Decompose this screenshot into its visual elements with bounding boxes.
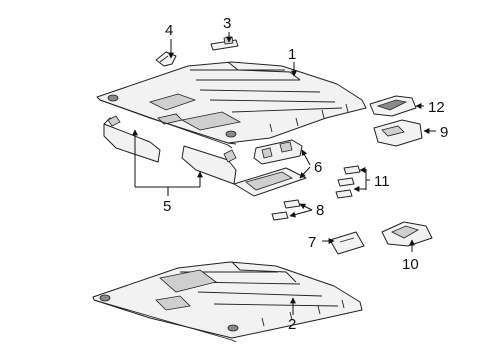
bezel-12 — [369, 95, 417, 117]
lamp-3 — [210, 36, 239, 51]
callout-11: 11 — [374, 173, 390, 190]
callout-7: 7 — [308, 234, 316, 251]
callout-5: 5 — [163, 198, 171, 215]
callout-3: 3 — [223, 15, 231, 32]
callout-labels: 1 2 3 4 5 6 7 8 9 10 11 12 — [163, 15, 448, 333]
callout-4: 4 — [165, 22, 173, 39]
clip-4 — [155, 51, 177, 67]
sun-visor-left — [103, 115, 161, 163]
callout-8: 8 — [316, 202, 324, 219]
sun-visor-right — [181, 145, 237, 185]
bulbs-8 — [271, 199, 301, 221]
console-9 — [373, 119, 423, 147]
headliner-upper — [96, 61, 367, 149]
bulbs-11 — [335, 165, 361, 199]
bracket-7 — [329, 231, 365, 255]
leader-lines — [132, 32, 436, 315]
headliner-lower — [92, 261, 363, 343]
callout-9: 9 — [440, 124, 448, 141]
callout-1: 1 — [288, 46, 296, 63]
callout-12: 12 — [428, 99, 445, 116]
callout-2: 2 — [288, 316, 296, 333]
lamp-10 — [381, 221, 433, 247]
callout-6: 6 — [314, 159, 322, 176]
callout-10: 10 — [402, 256, 419, 273]
overhead-console-6 — [233, 139, 307, 197]
